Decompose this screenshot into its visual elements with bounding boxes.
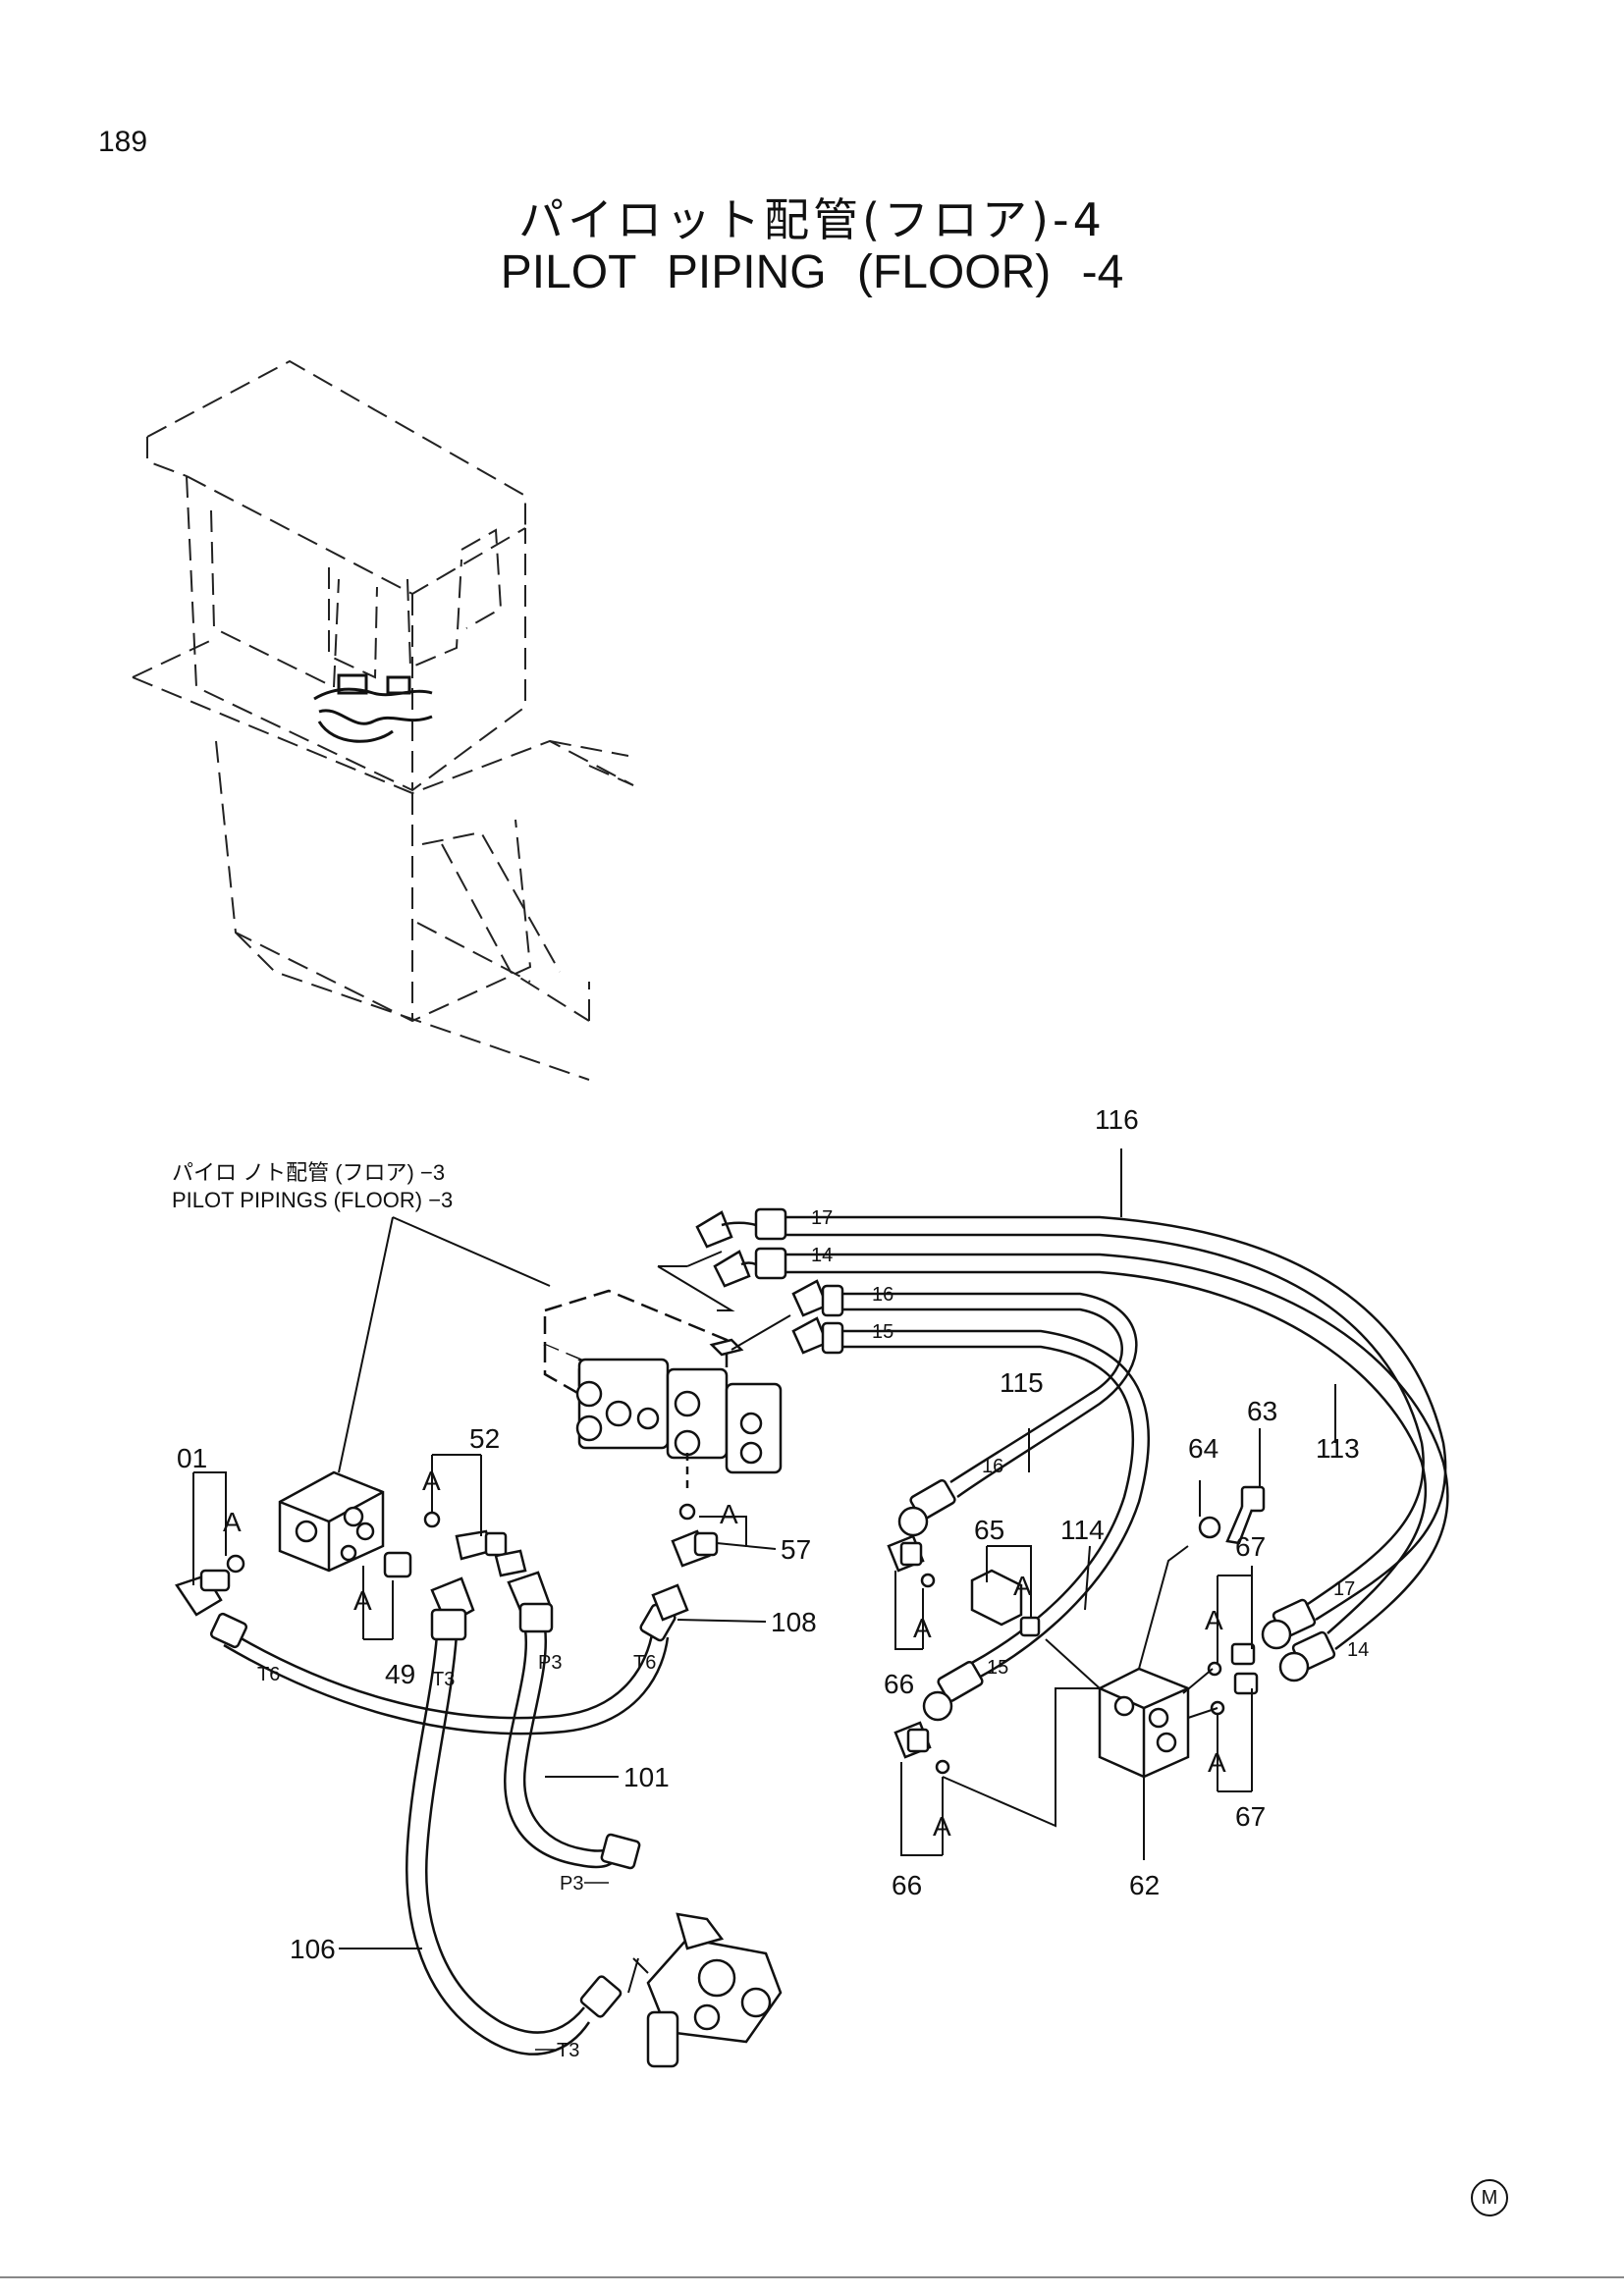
valve-01 <box>278 1470 385 1573</box>
label-52: 52 <box>469 1423 500 1454</box>
page-number: 189 <box>98 126 148 158</box>
detail-a-66-upper: A <box>913 1613 932 1643</box>
fitting-63 <box>1225 1485 1266 1545</box>
label-115: 115 <box>1000 1367 1044 1398</box>
tag-t6-right: T6 <box>633 1652 656 1674</box>
hose-tag-leaders <box>785 1216 864 1332</box>
elbow-fitting-left <box>175 1554 245 1617</box>
detail-a-65: A <box>1013 1571 1032 1601</box>
label-116: 116 <box>1095 1104 1139 1135</box>
cab-overview <box>132 359 634 1081</box>
manufacturer-mark: M <box>1471 2179 1508 2216</box>
label-114: 114 <box>1060 1515 1105 1545</box>
tag-15-upper: 15 <box>872 1321 893 1343</box>
label-64: 64 <box>1188 1433 1218 1464</box>
tag-16-lower: 16 <box>982 1456 1003 1477</box>
tag-t3-upper: T3 <box>432 1669 455 1690</box>
title-japanese: パイロット配管(フロア)-4 <box>518 193 1106 246</box>
tag-p3-lower: P3 <box>560 1873 583 1895</box>
elbow-66-lower <box>893 1721 950 1775</box>
pilot-valve-block <box>543 1289 783 1492</box>
hose-113-bundle <box>785 1215 1449 1650</box>
footer-rule <box>0 2276 1624 2278</box>
block-62 <box>1098 1667 1190 1779</box>
detail-a-57: A <box>720 1499 738 1529</box>
tag-t3-lower: T3 <box>557 2040 579 2061</box>
label-65: 65 <box>974 1515 1004 1545</box>
fittings-67 <box>1207 1642 1259 1716</box>
tag-16-upper: 16 <box>872 1284 893 1306</box>
label-108: 108 <box>771 1607 817 1637</box>
upper-hose-link <box>686 1251 791 1351</box>
label-67-lower: 67 <box>1235 1801 1266 1832</box>
tag-15-lower: 15 <box>987 1657 1008 1679</box>
detail-a-67-upper: A <box>1205 1605 1223 1635</box>
hose-t6 <box>223 1628 670 1735</box>
fitting-49 <box>340 1544 412 1578</box>
valve-leader-link <box>657 1265 735 1311</box>
fitting-52 <box>423 1511 527 1577</box>
detail-a-01: A <box>223 1507 242 1537</box>
t6-fittings <box>209 1583 689 1649</box>
label-101: 101 <box>623 1762 670 1792</box>
tag-t6-left: T6 <box>257 1664 280 1685</box>
label-63: 63 <box>1247 1396 1277 1426</box>
label-67-upper: 67 <box>1235 1531 1266 1562</box>
label-49: 49 <box>385 1659 415 1689</box>
washer-64 <box>1198 1516 1221 1539</box>
label-66-upper: 66 <box>884 1669 914 1699</box>
label-113: 113 <box>1316 1433 1360 1464</box>
label-01: 01 <box>177 1443 207 1473</box>
tag-17-upper: 17 <box>811 1207 833 1229</box>
reference-jp: パイロ ノト配管 (フロア) −3 <box>172 1160 445 1185</box>
reference-en: PILOT PIPINGS (FLOOR) −3 <box>172 1188 453 1212</box>
tag-p3-upper: P3 <box>538 1652 562 1674</box>
lower-valve <box>646 1912 783 2068</box>
elbow-66-upper <box>887 1534 936 1588</box>
label-66-lower: 66 <box>892 1870 922 1900</box>
label-106: 106 <box>290 1934 336 1964</box>
fitting-57 <box>671 1503 719 1568</box>
cab-harness <box>313 673 433 743</box>
hose-106-101 <box>406 1627 621 2056</box>
block-62-links <box>942 1545 1218 1828</box>
detail-a-67-lower: A <box>1208 1747 1226 1778</box>
title-english: PILOT PIPING (FLOOR) -4 <box>500 246 1124 298</box>
upper-fittings <box>695 1207 844 1355</box>
reference-leader <box>338 1216 551 1473</box>
detail-a-49: A <box>353 1585 372 1616</box>
tag-14-right: 14 <box>1347 1639 1369 1661</box>
detail-a-52: A <box>422 1466 441 1496</box>
label-57: 57 <box>781 1534 811 1565</box>
hose-115-end <box>897 1478 984 1722</box>
label-leaders <box>192 1148 1336 1949</box>
t3-p3-fittings <box>430 1571 641 2018</box>
right-hose-ends <box>1261 1598 1336 1682</box>
tag-14-upper: 14 <box>811 1245 833 1266</box>
detail-a-66-lower: A <box>933 1811 951 1842</box>
tag-17-right: 17 <box>1333 1578 1355 1600</box>
label-62: 62 <box>1129 1870 1160 1900</box>
lower-valve-leader <box>627 1957 649 1994</box>
